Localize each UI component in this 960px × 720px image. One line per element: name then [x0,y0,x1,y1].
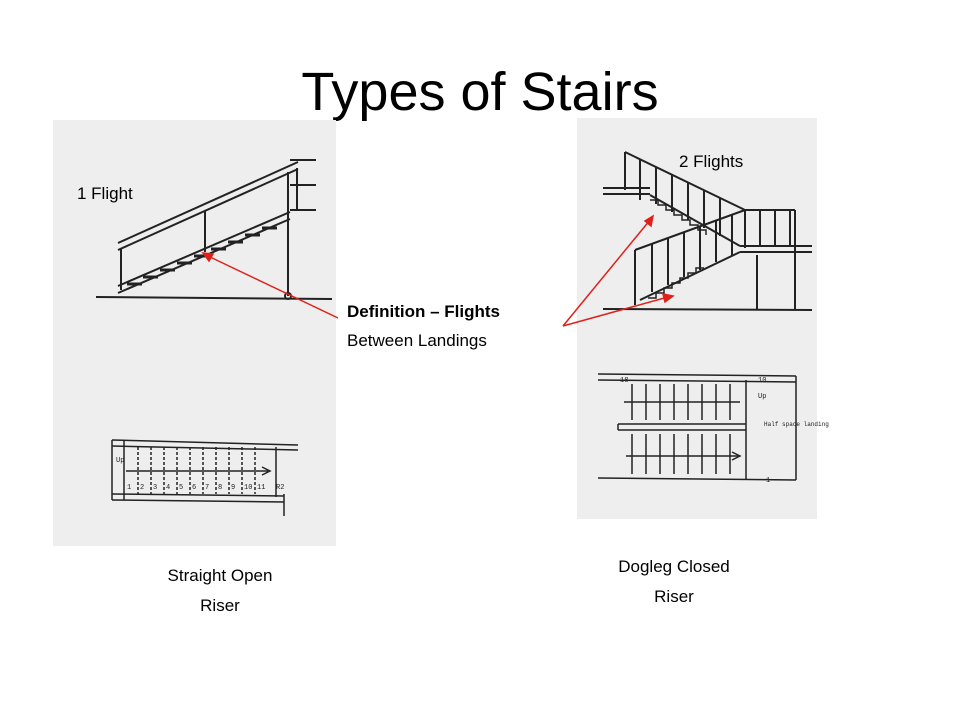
two-flights-label: 2 Flights [679,152,744,171]
plan-up-mark: Up [758,393,766,401]
plan-up-mark: Up [116,457,124,465]
plan-number: 8 [218,484,222,492]
arrow-to-lower-flight [562,296,669,327]
scan-background-right [577,118,817,519]
definition-heading: Definition – Flights [347,302,500,321]
plan-number: R2 [276,484,284,492]
dogleg-stair-panel: 18 10 Up 1 Half space landing [577,118,829,519]
plan-number: 5 [179,484,183,492]
plan-number: 10 [244,484,252,492]
arrow-head [643,214,655,228]
arrow-head [661,293,675,304]
slide-title: Types of Stairs [301,62,659,122]
plan-landing-note: Half space landing [764,421,829,428]
plan-number: 11 [257,484,265,492]
dogleg-stair-steps [648,199,707,299]
arrow-to-upper-flight [562,219,651,327]
plan-number-top-right: 10 [758,377,766,385]
straight-plan-labels: Up 1 2 3 4 5 6 7 8 9 10 11 R2 [116,457,284,492]
straight-stair-plan [111,439,299,516]
plan-number-top-left: 18 [620,377,628,385]
straight-stair-panel: Up 1 2 3 4 5 6 7 8 9 10 11 R2 [53,120,336,546]
plan-number: 7 [205,484,209,492]
arrow-to-left-flight [207,255,339,319]
straight-caption-line2: Riser [200,596,240,615]
dogleg-stair-elevation [602,151,813,311]
arrow-head [201,252,215,263]
plan-number: 1 [127,484,131,492]
dogleg-plan-labels: 18 10 Up 1 Half space landing [620,377,829,485]
plan-number: 6 [192,484,196,492]
dogleg-caption-line2: Riser [654,587,694,606]
plan-number: 2 [140,484,144,492]
one-flight-label: 1 Flight [77,184,133,203]
definition-text: Between Landings [347,331,487,350]
definition-arrows [201,214,675,327]
straight-stair-elevation [95,159,333,300]
plan-number: 9 [231,484,235,492]
dogleg-caption-line1: Dogleg Closed [618,557,730,576]
straight-stair-treads [127,226,277,286]
plan-number-bottom-right: 1 [766,477,770,485]
straight-caption-line1: Straight Open [167,566,273,585]
plan-number: 3 [153,484,157,492]
plan-number: 4 [166,484,170,492]
dogleg-stair-plan [597,373,797,481]
